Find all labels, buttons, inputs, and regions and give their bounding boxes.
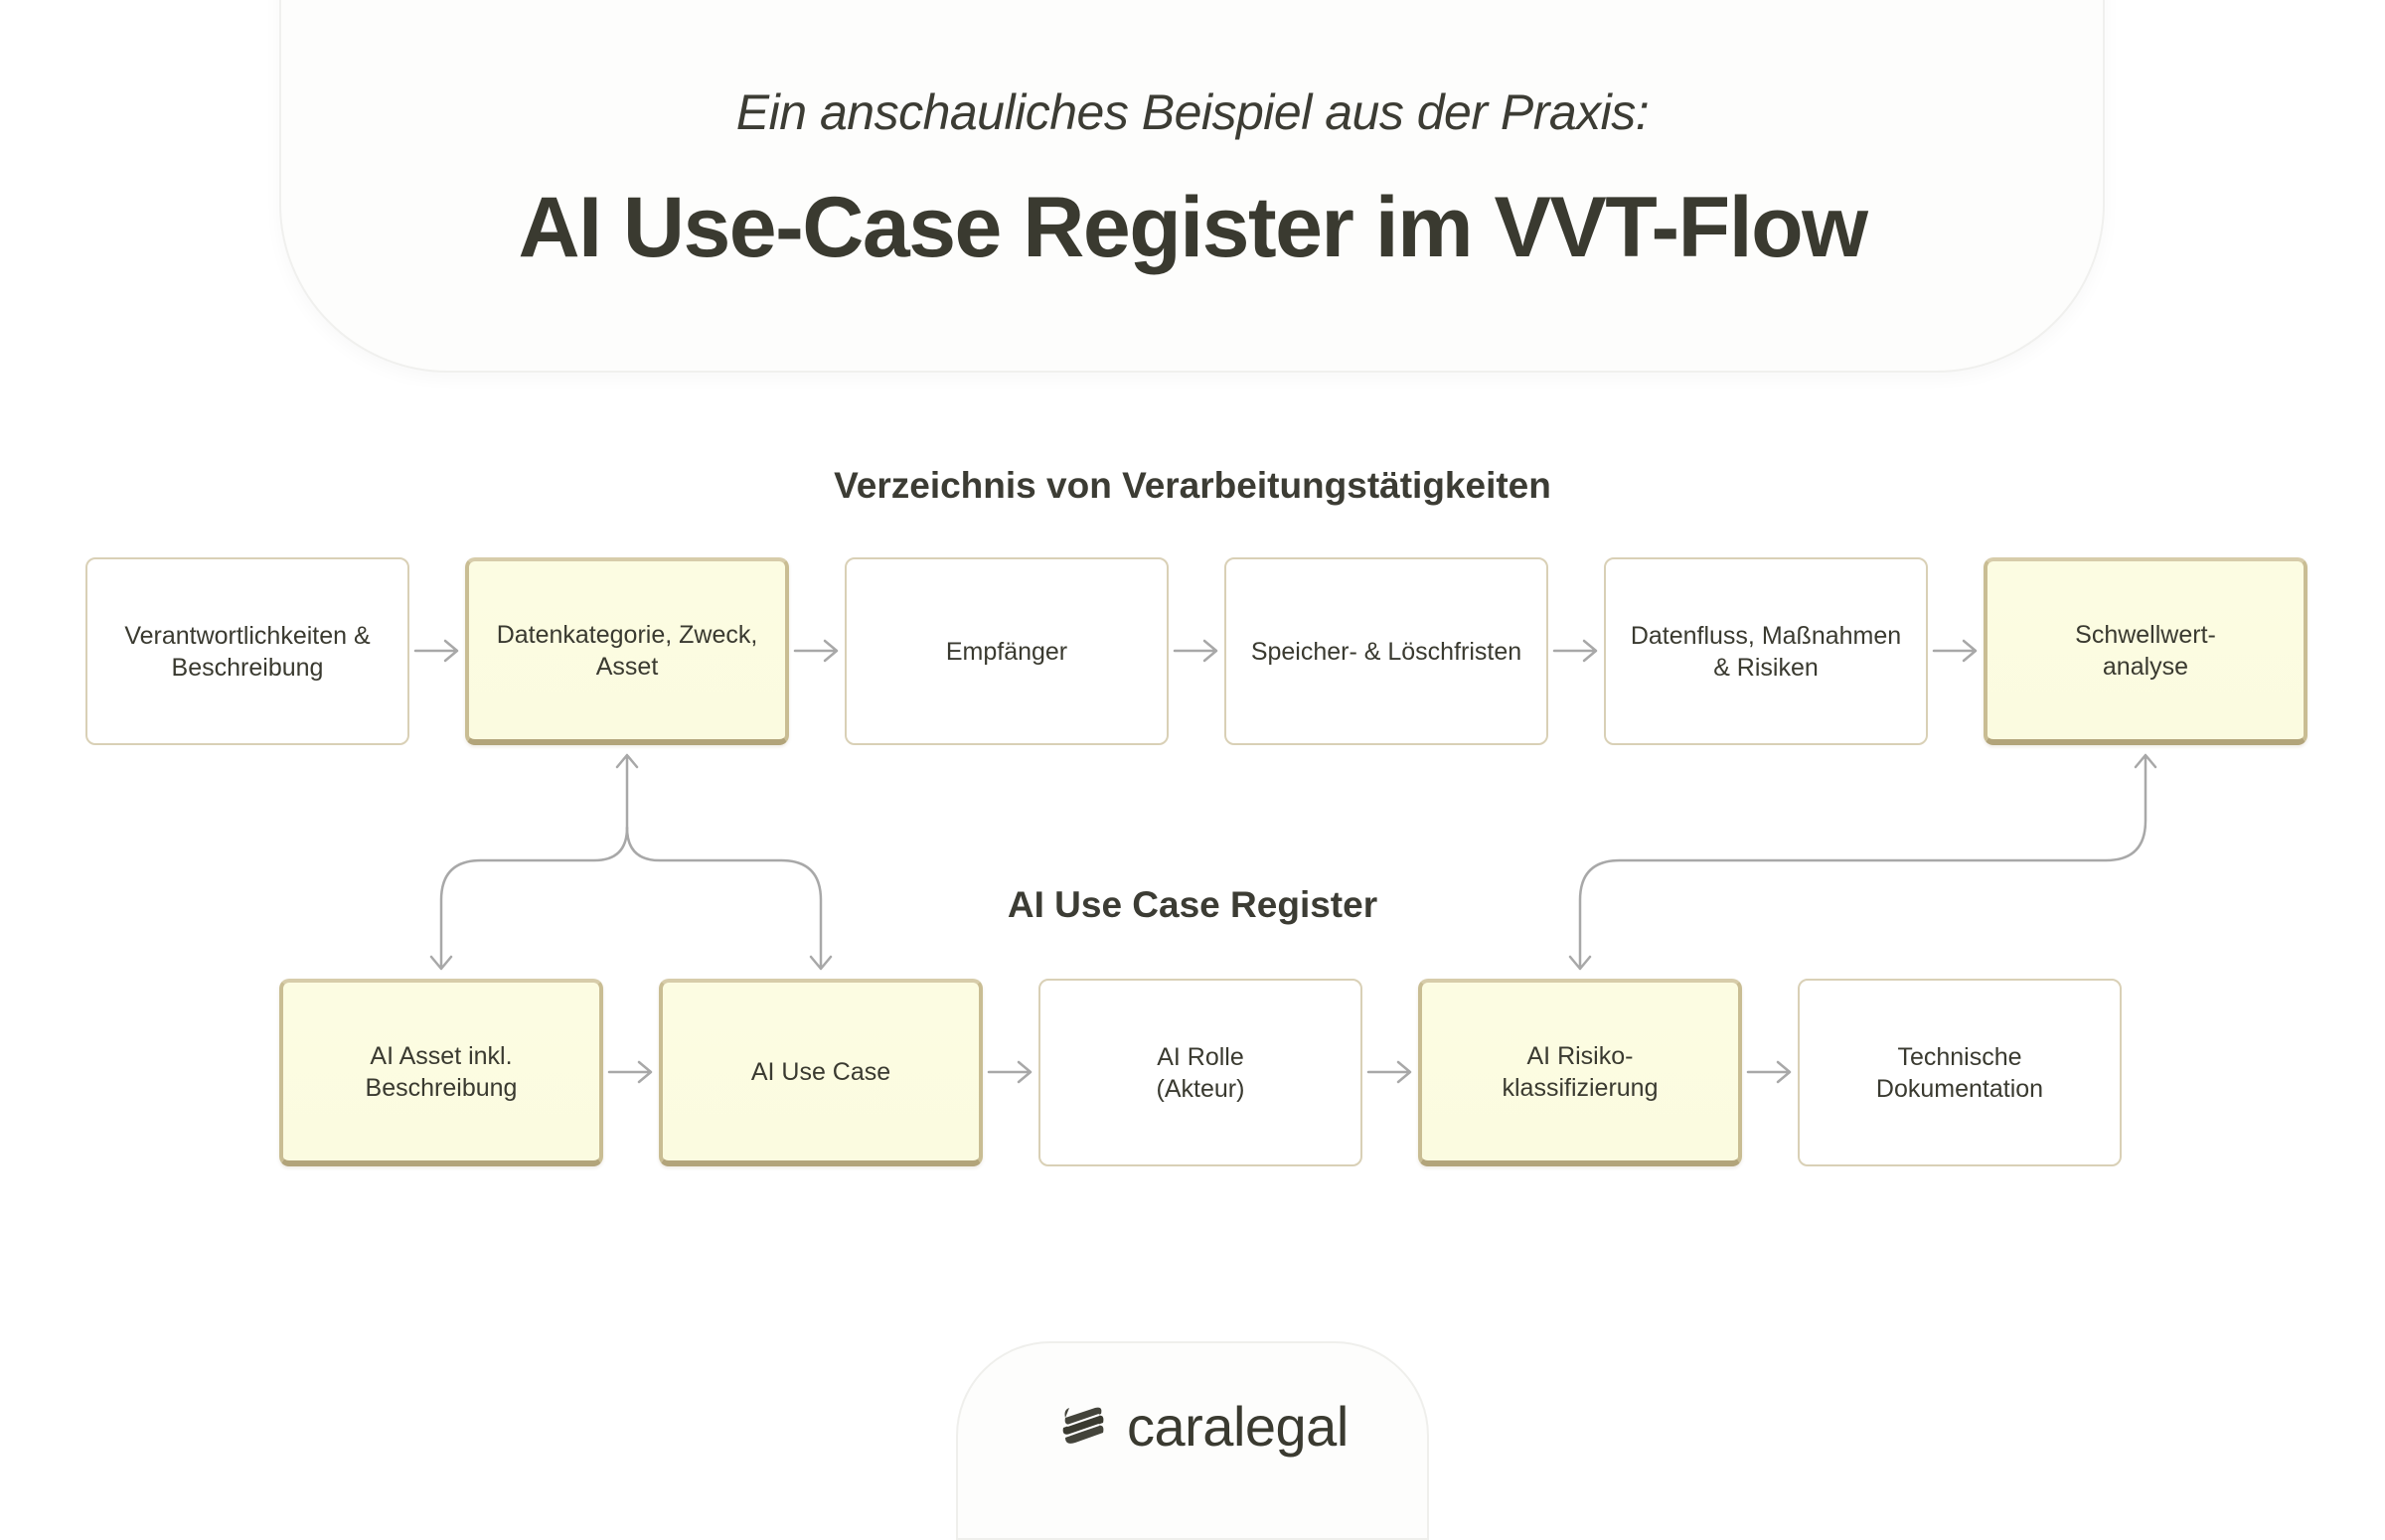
page-title: AI Use-Case Register im VVT-Flow	[518, 180, 1868, 275]
ai-step-label: AI Rolle (Akteur)	[1156, 1042, 1245, 1103]
arrow-ai-2	[987, 1060, 1033, 1084]
arrow-ai-4	[1746, 1060, 1792, 1084]
vvt-step-threshold-analysis: Schwellwert- analyse	[1984, 557, 2307, 745]
ai-step-use-case: AI Use Case	[659, 979, 983, 1166]
vvt-step-data-category: Datenkategorie, Zweck, Asset	[465, 557, 789, 745]
ai-step-label: AI Risiko- klassifizierung	[1502, 1041, 1659, 1102]
arrow-vvt-5	[1932, 639, 1978, 663]
vvt-step-label: Datenkategorie, Zweck, Asset	[496, 620, 758, 681]
vvt-step-dataflow: Datenfluss, Maßnahmen & Risiken	[1604, 557, 1928, 745]
ai-step-asset: AI Asset inkl. Beschreibung	[279, 979, 603, 1166]
brand-logo: caralegal	[1053, 1391, 1349, 1461]
arrow-vvt-3	[1173, 639, 1218, 663]
arrow-vvt-4	[1552, 639, 1598, 663]
brand-name: caralegal	[1127, 1394, 1349, 1458]
ai-register-section-title: AI Use Case Register	[1007, 884, 1378, 925]
vvt-step-label: Verantwortlichkeiten & Beschreibung	[124, 621, 371, 682]
ai-step-label: Technische Dokumentation	[1875, 1042, 2044, 1103]
header-card	[279, 0, 2105, 373]
risk-to-threshold	[1568, 753, 2157, 971]
vvt-step-label: Datenfluss, Maßnahmen & Risiken	[1630, 621, 1902, 682]
ai-step-role: AI Rolle (Akteur)	[1038, 979, 1362, 1166]
branch-up-arrow	[615, 753, 639, 830]
arrow-ai-3	[1366, 1060, 1412, 1084]
page-subtitle: Ein anschauliches Beispiel aus der Praxi…	[735, 84, 1650, 140]
vvt-step-recipients: Empfänger	[845, 557, 1169, 745]
arrow-ai-1	[607, 1060, 653, 1084]
ai-step-risk-classification: AI Risiko- klassifizierung	[1418, 979, 1742, 1166]
ai-step-technical-documentation: Technische Dokumentation	[1798, 979, 2122, 1166]
ai-step-label: AI Use Case	[750, 1057, 891, 1086]
ai-step-label: AI Asset inkl. Beschreibung	[365, 1041, 518, 1102]
vvt-step-label: Empfänger	[945, 637, 1068, 666]
vvt-step-retention: Speicher- & Löschfristen	[1224, 557, 1548, 745]
vvt-section-title: Verzeichnis von Verarbeitungstätigkeiten	[834, 465, 1551, 506]
vvt-step-label: Speicher- & Löschfristen	[1250, 637, 1522, 666]
arrow-vvt-2	[793, 639, 839, 663]
vvt-step-responsibilities: Verantwortlichkeiten & Beschreibung	[85, 557, 409, 745]
vvt-step-label: Schwellwert- analyse	[2075, 620, 2216, 681]
caralegal-logo-icon	[1062, 1407, 1104, 1444]
arrow-vvt-1	[413, 639, 459, 663]
